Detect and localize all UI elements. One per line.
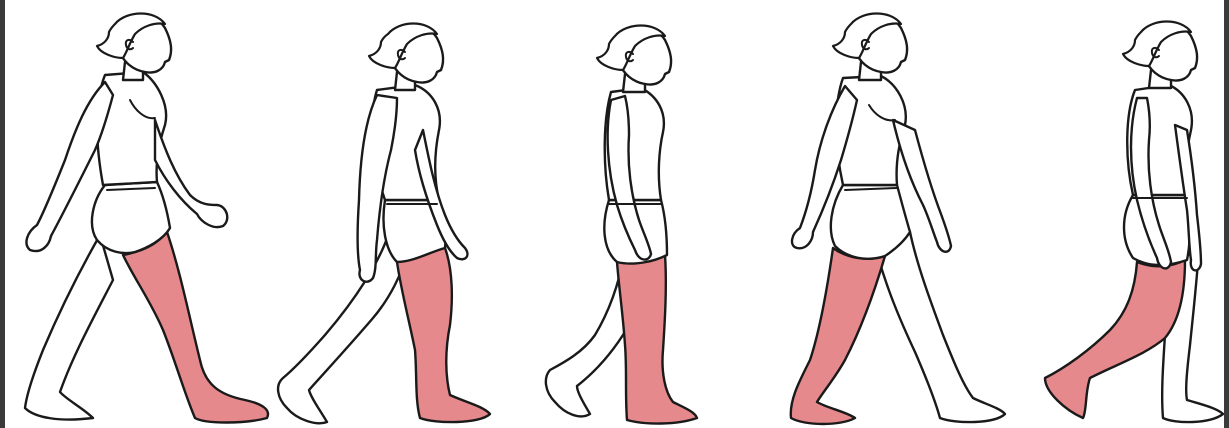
figure-4-left-leg-highlighted	[791, 248, 885, 424]
walking-figure-3	[546, 26, 697, 424]
figure-1-left-leg	[25, 235, 113, 420]
figure-3-right-leg-highlighted	[617, 255, 697, 424]
walking-figure-1	[25, 14, 268, 423]
walking-figure-2	[278, 24, 490, 424]
walking-figure-4	[791, 14, 1005, 425]
figure-4-right-leg	[875, 232, 1005, 422]
figure-2-right-leg-highlighted	[397, 248, 490, 422]
figure-1-right-leg-highlighted	[123, 232, 268, 423]
figure-2-left-leg	[278, 230, 407, 423]
gait-cycle-illustration	[5, 0, 1229, 428]
walking-figure-5	[1045, 22, 1223, 423]
